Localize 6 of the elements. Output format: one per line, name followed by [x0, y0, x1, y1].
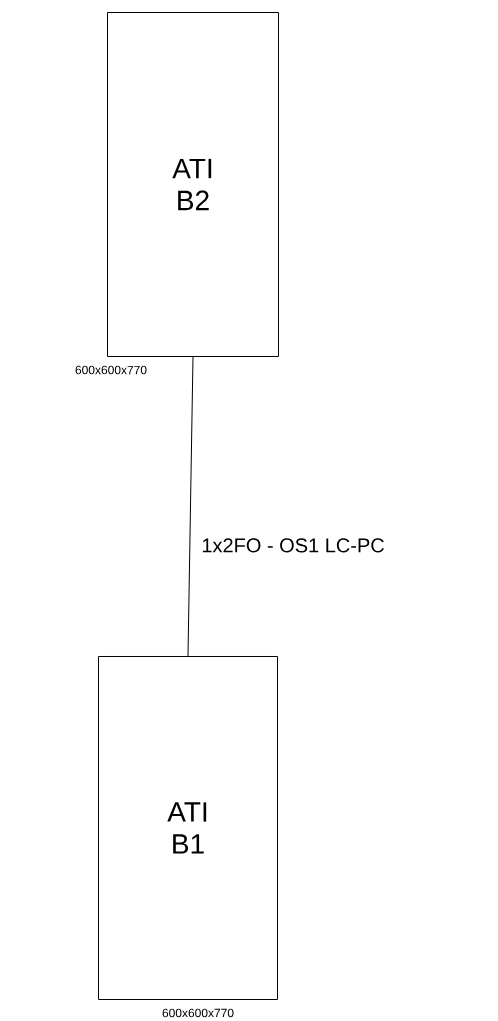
dimension-label: 600x600x770: [162, 1008, 234, 1018]
cable-line: [187, 356, 194, 657]
cabinet-box: ATI B2: [107, 12, 279, 357]
edge-label: 1x2FO - OS1 LC-PC: [202, 538, 384, 553]
dimension-label: 600x600x770: [75, 365, 147, 375]
cabinet-box: ATI B1: [98, 656, 278, 1000]
